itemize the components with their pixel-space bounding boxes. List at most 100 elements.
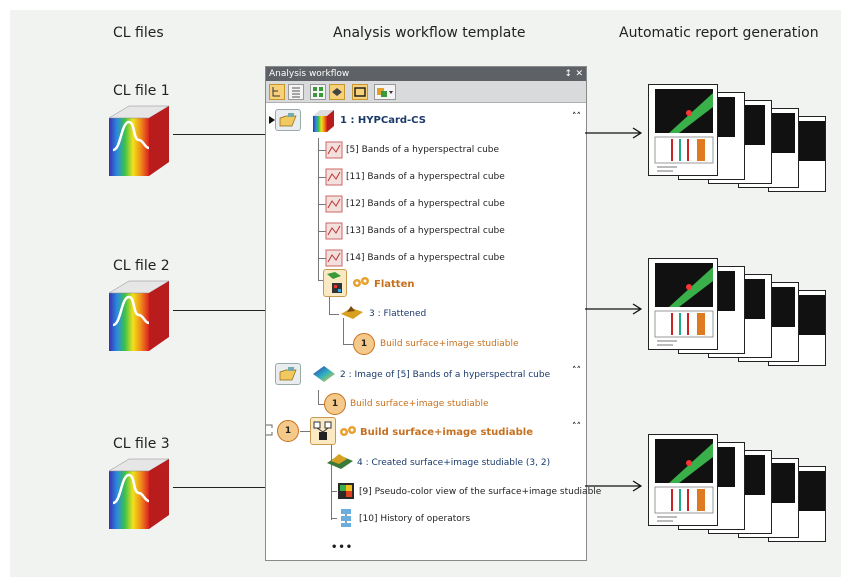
report-page-icon: [743, 113, 795, 176]
report-page-icon: [773, 121, 825, 184]
collapse-icon[interactable]: ˄˄: [572, 366, 581, 376]
colormap-image-icon: [313, 366, 335, 382]
tree-view-button[interactable]: [269, 84, 285, 100]
collapse-icon[interactable]: ˄˄: [572, 422, 581, 432]
report-page-icon: [773, 471, 825, 534]
close-icon[interactable]: ✕: [575, 69, 583, 79]
folder-icon: [279, 367, 297, 381]
flow-view-button[interactable]: [329, 84, 345, 100]
tree-connector: [318, 231, 326, 232]
tree-connector: [318, 177, 326, 178]
flow-icon: [332, 88, 342, 96]
tree-connector: [318, 258, 326, 259]
build-node-box[interactable]: [310, 417, 336, 445]
pseudo-color-label[interactable]: [9] Pseudo-color view of the surface+ima…: [359, 487, 602, 497]
list-icon: [292, 87, 300, 98]
list-view-button[interactable]: [288, 84, 304, 100]
band-image-icon: [325, 249, 343, 267]
cl-file-2-label: CL file 2: [113, 258, 170, 274]
tree-connector: [318, 204, 326, 205]
tree-connector: [343, 318, 344, 344]
flatten-node-box[interactable]: [323, 269, 347, 297]
band-label: [11] Bands of a hyperspectral cube: [346, 172, 505, 182]
report-page-icon: [773, 295, 825, 358]
tree-connector: [318, 280, 324, 281]
tree-connector: [300, 431, 310, 432]
panel-titlebar: Analysis workflow ↕ ✕: [266, 67, 586, 81]
hyperspectral-cube-small-icon: [313, 110, 334, 132]
band-label: [13] Bands of a hyperspectral cube: [346, 226, 505, 236]
tree-connector: [318, 390, 319, 404]
folder-node-box[interactable]: [275, 109, 301, 131]
history-label[interactable]: [10] History of operators: [359, 514, 471, 524]
tree-connector: [331, 518, 337, 519]
cl-file-3-label: CL file 3: [113, 436, 170, 452]
report-content-icon: [654, 263, 714, 346]
more-ellipsis: •••: [331, 542, 354, 553]
build-icon: [313, 421, 332, 440]
heading-reports: Automatic report generation: [619, 25, 819, 41]
surface-3d-icon: [341, 306, 363, 319]
arrow-right-icon: [585, 480, 643, 492]
band-label: [12] Bands of a hyperspectral cube: [346, 199, 505, 209]
report-page-thumbnail: [648, 84, 718, 176]
report-page-icon: [743, 463, 795, 526]
report-page-thumbnail: [648, 258, 718, 350]
grid-view-button[interactable]: [310, 84, 326, 100]
studiable-surface-icon: [327, 454, 353, 469]
resize-handle-icon[interactable]: [264, 423, 274, 437]
tree-connector: [331, 491, 337, 492]
panel-title: Analysis workflow: [269, 69, 350, 79]
band-image-icon: [325, 222, 343, 240]
connector-line: [173, 310, 265, 311]
report-page-icon: [743, 287, 795, 350]
created-surface-label[interactable]: 4 : Created surface+image studiable (3, …: [357, 458, 551, 468]
flatten-label[interactable]: Flatten: [374, 279, 415, 290]
tree-connector: [331, 445, 332, 520]
arrow-right-icon: [585, 303, 643, 315]
options-dropdown-button[interactable]: [374, 84, 396, 100]
tree-icon: [272, 87, 280, 97]
expand-arrow-icon[interactable]: [268, 115, 276, 125]
report-page-thumbnail: [648, 434, 718, 526]
panel-toolbar: [266, 81, 586, 103]
hyperspectral-cube-icon: [108, 458, 170, 529]
grid-icon: [313, 87, 323, 97]
build-surface-label[interactable]: Build surface+image studiable: [350, 399, 489, 409]
build-surface-main-label[interactable]: Build surface+image studiable: [360, 427, 533, 438]
tree-connector: [318, 138, 319, 280]
frame-view-button[interactable]: [352, 84, 368, 100]
collapse-icon[interactable]: ˄˄: [572, 112, 581, 122]
connector-line: [173, 134, 265, 135]
connector-line: [173, 487, 265, 488]
frame-icon: [354, 87, 366, 97]
report-content-icon: [654, 439, 714, 522]
hyperspectral-cube-icon: [108, 280, 170, 351]
band-label: [14] Bands of a hyperspectral cube: [346, 253, 505, 263]
step-number-badge: 1: [353, 333, 375, 355]
folder-node-box[interactable]: [275, 363, 301, 385]
image-node-label[interactable]: 2 : Image of [5] Bands of a hyperspectra…: [340, 370, 551, 380]
folder-icon: [279, 113, 297, 127]
tree-connector: [343, 344, 353, 345]
node-hypcard-label[interactable]: 1 : HYPCard-CS: [340, 115, 426, 126]
pin-icon[interactable]: ↕: [564, 69, 572, 79]
tree-connector: [329, 296, 330, 314]
tree-connector: [318, 150, 326, 151]
heading-workflow: Analysis workflow template: [333, 25, 526, 41]
band-image-icon: [325, 168, 343, 186]
hyperspectral-cube-icon: [108, 105, 170, 176]
history-icon: [341, 509, 351, 527]
flatten-icon: [327, 272, 342, 293]
pseudo-color-icon: [338, 483, 354, 499]
band-image-icon: [325, 195, 343, 213]
flattened-label[interactable]: 3 : Flattened: [369, 309, 427, 319]
band-label: [5] Bands of a hyperspectral cube: [346, 145, 500, 155]
step-number-badge: 1: [324, 393, 346, 415]
cl-file-1-label: CL file 1: [113, 83, 170, 99]
heading-cl-files: CL files: [113, 25, 164, 41]
build-surface-label[interactable]: Build surface+image studiable: [380, 339, 519, 349]
tree-connector: [329, 314, 339, 315]
band-image-icon: [325, 141, 343, 159]
gears-icon: [353, 277, 369, 287]
